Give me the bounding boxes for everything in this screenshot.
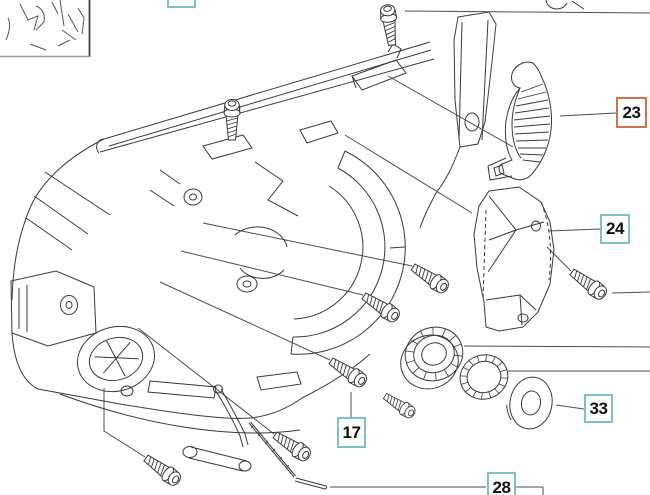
callout-leader-lines: [103, 10, 650, 495]
part-33-seal-washer: [506, 376, 553, 430]
clipped-ring-part: [545, 0, 585, 10]
brake-lever: [182, 384, 252, 472]
screw-cover: [566, 265, 610, 303]
ball-bearing: [400, 326, 464, 390]
screw-case-3: [380, 389, 418, 421]
callout-23[interactable]: 23: [616, 97, 647, 128]
part-24-cover-plate: [473, 186, 555, 332]
brake-spring: [248, 421, 328, 490]
screw-top: [378, 3, 401, 47]
crankcase-body: [10, 11, 497, 434]
screw-case-1: [408, 259, 452, 297]
callout-28[interactable]: 28: [487, 472, 516, 495]
screw-case-5: [140, 451, 184, 489]
callout-clipped-top[interactable]: [167, 0, 196, 8]
screw-case-4: [270, 427, 314, 465]
callout-17[interactable]: 17: [337, 417, 366, 448]
callout-24[interactable]: 24: [600, 214, 630, 244]
callout-33[interactable]: 33: [584, 394, 613, 423]
screw-top-left: [223, 99, 241, 141]
gasket-ring: [459, 354, 509, 400]
part-23-ribbed-buffer: [487, 61, 552, 181]
screw-set: [140, 3, 610, 489]
screw-case-2: [359, 288, 403, 326]
page-thumbnail-corner: [0, 0, 91, 58]
